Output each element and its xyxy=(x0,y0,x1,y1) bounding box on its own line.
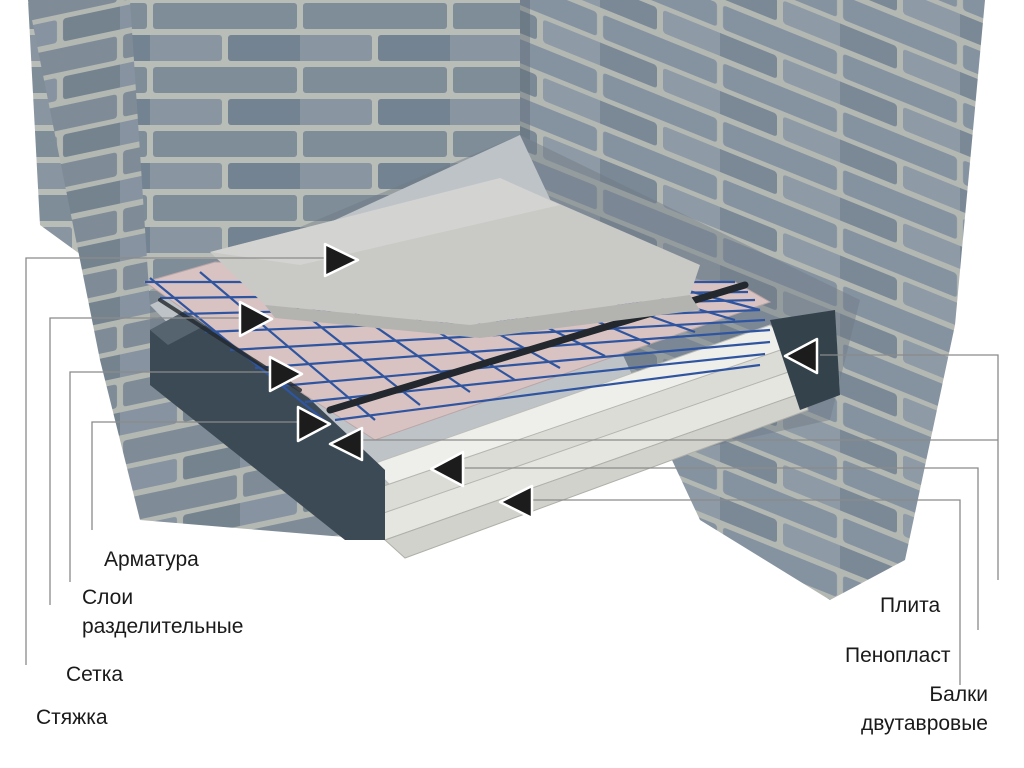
leader-setka xyxy=(49,317,240,605)
label-sloi-line1: Слои xyxy=(82,586,134,609)
leader-styazhka xyxy=(25,257,325,665)
leader-penoplast xyxy=(465,467,979,630)
marker-sloi xyxy=(268,355,304,393)
label-armatura: Арматура xyxy=(104,548,199,571)
leader-armatura xyxy=(91,421,298,530)
marker-styazhka xyxy=(323,242,360,278)
marker-armatura xyxy=(296,405,332,443)
arrow-markers xyxy=(238,242,819,520)
screed-slab xyxy=(210,178,700,338)
label-styazhka: Стяжка xyxy=(36,706,108,729)
label-balki-line1: Балки xyxy=(929,683,988,706)
marker-setka xyxy=(238,300,274,338)
marker-penoplast xyxy=(429,450,465,488)
left-wall xyxy=(28,0,380,540)
leader-sloi xyxy=(69,371,270,582)
back-wall xyxy=(28,0,520,305)
marker-balki xyxy=(498,484,534,520)
marker-plita-2 xyxy=(328,426,364,462)
leader-plita xyxy=(820,354,999,580)
label-setka: Сетка xyxy=(66,663,124,686)
label-plita: Плита xyxy=(880,594,941,617)
label-balki-line2: двутавровые xyxy=(861,712,988,735)
i-beam-left xyxy=(150,300,385,540)
label-sloi-line2: разделительные xyxy=(82,615,244,638)
leader-balki xyxy=(532,499,961,685)
label-penoplast: Пенопласт xyxy=(845,644,951,667)
leader-lines xyxy=(25,257,999,685)
marker-plita xyxy=(783,337,819,375)
